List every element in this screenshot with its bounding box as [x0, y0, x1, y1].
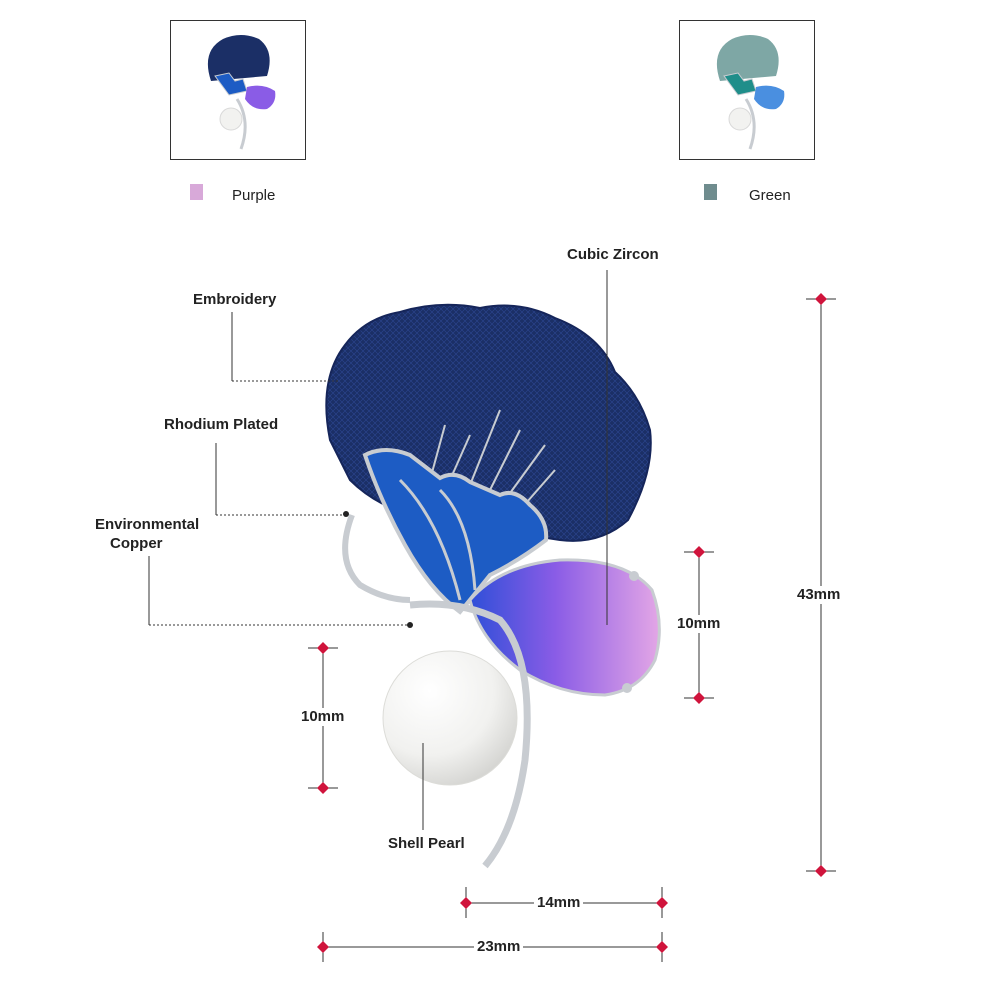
swatch-green[interactable] [704, 184, 717, 200]
dimension-markers [317, 293, 827, 953]
pearl-thumb [219, 107, 243, 131]
silver-frame [342, 513, 411, 603]
shell-pearl [382, 650, 518, 786]
embroidery-fabric-thumb [207, 35, 270, 81]
callout-embroidery: Embroidery [193, 291, 277, 308]
dimension-label-stone-height: 10mm [674, 615, 724, 633]
dimension-label-total-height: 43mm [794, 586, 844, 604]
callout-shell-pearl: Shell Pearl [388, 835, 465, 852]
dimension-marker-icon [460, 897, 472, 909]
variant-thumbnail-purple[interactable] [170, 20, 306, 160]
swatch-purple[interactable] [190, 184, 203, 200]
callout-rhodium-plated: Rhodium Plated [164, 416, 279, 433]
callout-dot [407, 622, 413, 628]
dimension-marker-icon [317, 782, 329, 794]
stem-thumb [744, 98, 756, 150]
dimension-marker-icon [815, 293, 827, 305]
enamel-wing-thumb [214, 72, 248, 96]
variant-thumbnail-green[interactable] [679, 20, 815, 160]
callout-dot [343, 511, 349, 517]
dimension-marker-icon [317, 941, 329, 953]
prong [622, 683, 632, 693]
dimension-lines [308, 298, 836, 962]
brooch-thumbnail-green [716, 35, 785, 150]
wing-vein [438, 488, 477, 591]
stem-thumb [235, 98, 247, 150]
silver-stem [409, 600, 531, 869]
brooch-thumbnail-purple [207, 35, 276, 150]
variant-label-purple: Purple [232, 187, 276, 204]
dimension-label-stone-width: 14mm [534, 894, 584, 912]
dimension-marker-icon [656, 897, 668, 909]
callout-leaders [148, 270, 608, 830]
dimension-label-total-width: 23mm [474, 938, 524, 956]
dimension-marker-icon [317, 642, 329, 654]
callout-cubic-zircon: Cubic Zircon [567, 246, 659, 263]
dimension-marker-icon [693, 692, 705, 704]
embroidery-fabric-thumb [716, 35, 779, 81]
wing-vein [398, 478, 462, 601]
prong [629, 571, 639, 581]
enamel-wing-thumb [723, 72, 757, 96]
cubic-zircon-thumb [245, 85, 276, 110]
dimension-marker-icon [693, 546, 705, 558]
dimension-marker-icon [656, 941, 668, 953]
pearl-thumb [728, 107, 752, 131]
callout-environmental-copper-line1: Environmental [95, 516, 200, 533]
cubic-zircon-thumb [754, 85, 785, 110]
dimension-label-pearl-height: 10mm [298, 708, 348, 726]
dimension-marker-icon [815, 865, 827, 877]
silver-threads [429, 409, 556, 511]
callout-environmental-copper-line2: Copper [110, 535, 163, 552]
variant-label-green: Green [749, 187, 791, 204]
